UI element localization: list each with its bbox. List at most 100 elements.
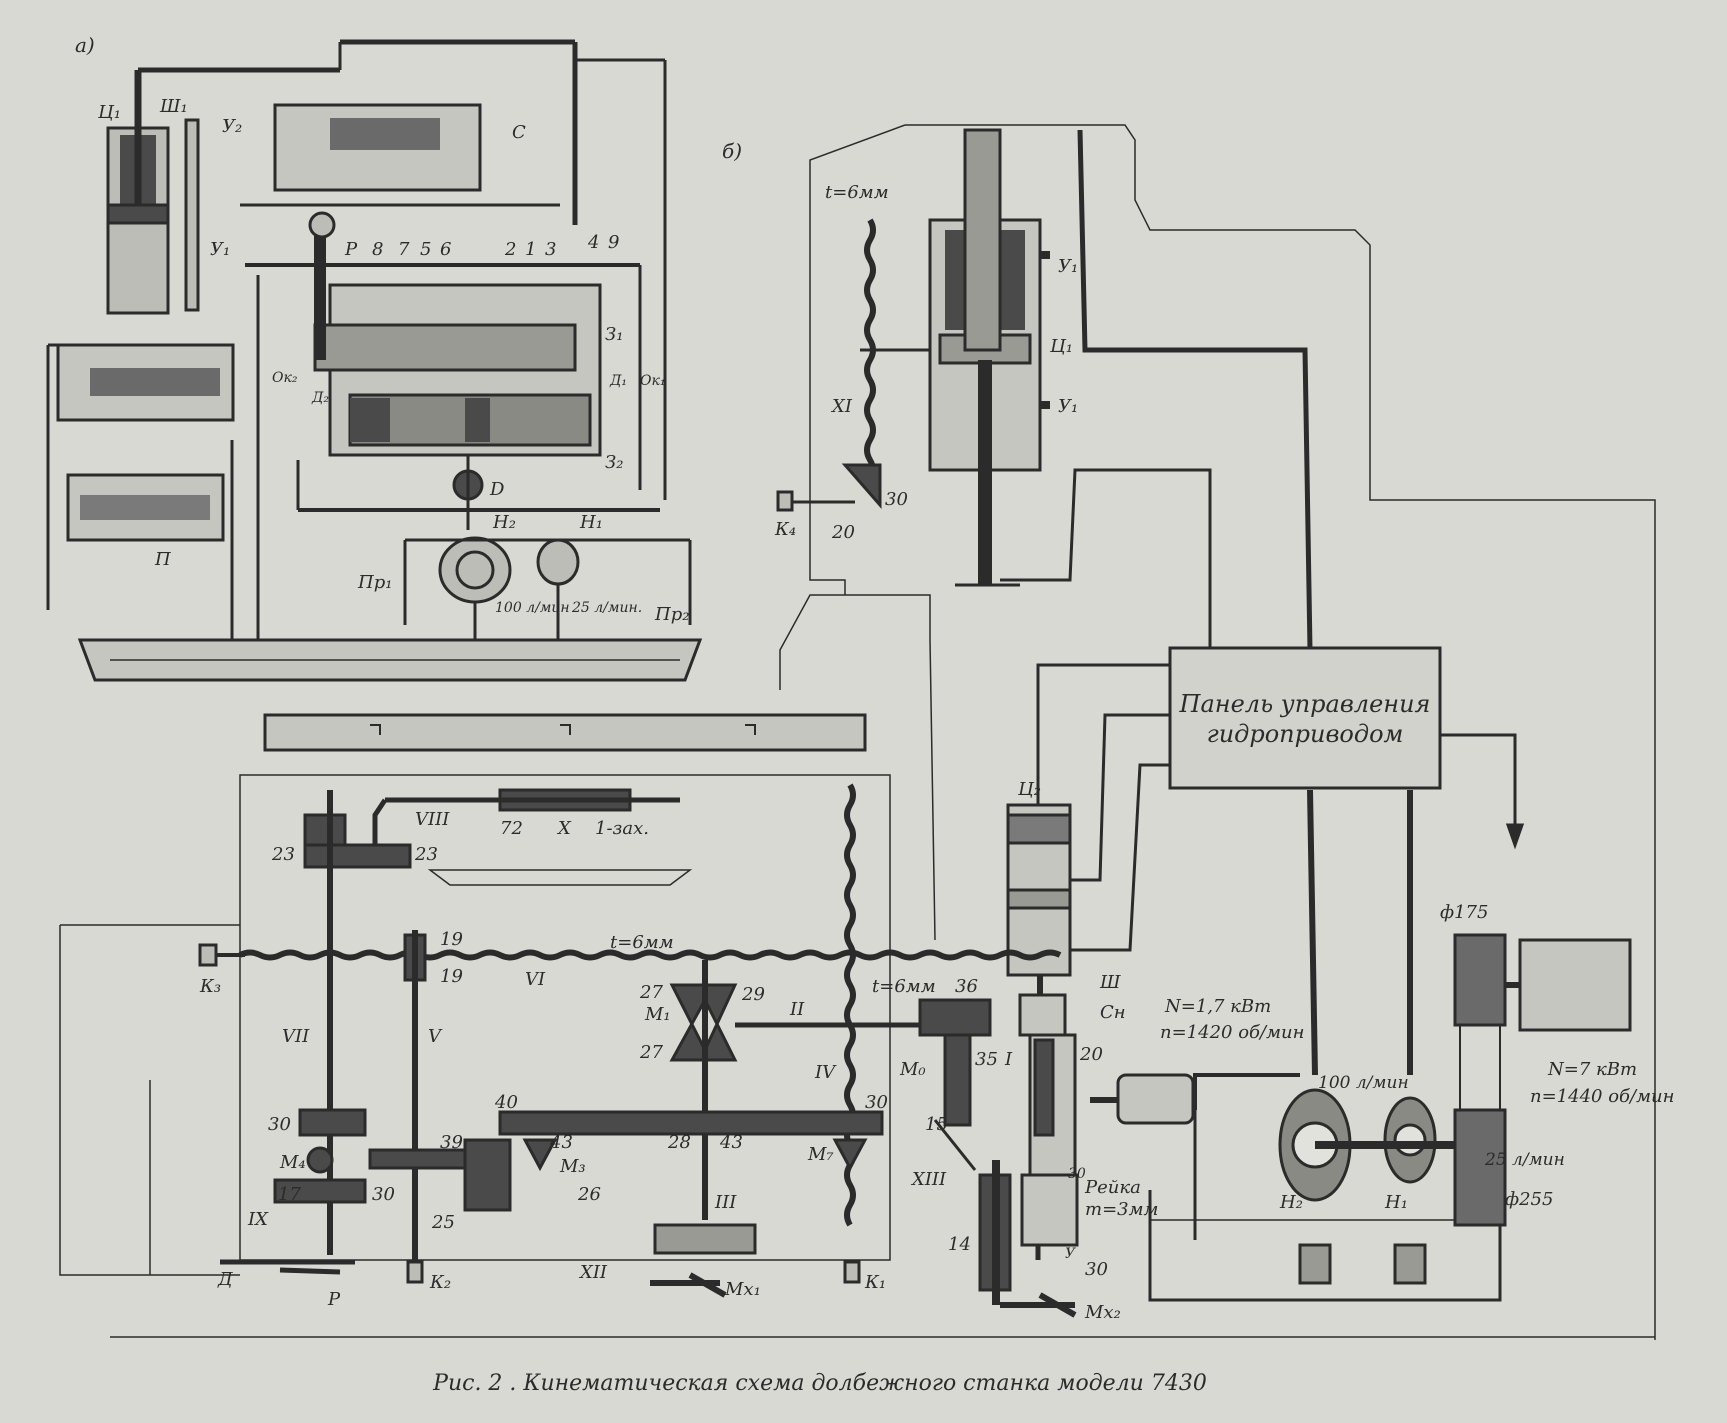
gear-17-30 — [273, 1178, 367, 1204]
pipe-relief — [1193, 1073, 1300, 1110]
label-motor2-speed: n=1440 об/мин — [1530, 1086, 1674, 1107]
pipe-c2-panel-3 — [1070, 763, 1170, 952]
filter-2 — [1393, 1243, 1427, 1285]
lever-p-pivot — [308, 211, 336, 239]
label-module: m=3мм — [1085, 1199, 1158, 1220]
label-c1: Ц₁ — [97, 102, 121, 123]
label-n27a: 27 — [639, 982, 663, 1003]
label-n2: 2 — [504, 239, 516, 260]
label-k4: К₄ — [774, 519, 796, 540]
label-d175: ф175 — [1440, 902, 1488, 923]
label-n30b: 30 — [865, 1092, 888, 1113]
label-d: D — [489, 479, 505, 500]
drain-arrow-head — [1505, 823, 1525, 850]
machine-base — [59, 924, 240, 1276]
label-n1pump: Н₁ — [579, 512, 603, 533]
label-m7: М₇ — [807, 1144, 834, 1165]
pump-h1-b-rotor — [1393, 1123, 1427, 1157]
pipe-c2-panel — [1036, 663, 1170, 805]
label-n35: 35 — [975, 1049, 998, 1070]
figure-caption: Рис. 2 . Кинематическая схема долбежного… — [432, 1371, 1207, 1396]
rack-gear-20 — [1033, 1038, 1055, 1137]
label-n29: 29 — [741, 984, 765, 1005]
label-n26: 26 — [577, 1184, 601, 1205]
pipe-pump-h2 — [1307, 789, 1318, 1076]
gear-30-40-43-long — [498, 1110, 884, 1136]
label-sh: Ш — [1099, 972, 1121, 993]
label-h1: Н₁ — [1384, 1192, 1408, 1213]
label-n17: 17 — [278, 1184, 301, 1205]
label-d1: Д₁ — [609, 373, 627, 389]
pump-h2 — [438, 536, 512, 604]
label-c: С — [512, 122, 526, 143]
screw-vi — [238, 949, 1062, 961]
label-n15: 15 — [925, 1114, 948, 1135]
label-sh1: Ш₁ — [159, 96, 188, 117]
clutch-m4 — [306, 1146, 334, 1174]
dovetail-guide — [427, 869, 693, 886]
label-d255: ф255 — [1505, 1189, 1553, 1210]
label-m4: М₄ — [279, 1152, 306, 1173]
label-n30c: 30 — [372, 1184, 395, 1205]
label-p: Р — [344, 239, 358, 260]
label-ii: II — [789, 999, 805, 1020]
label-i: I — [1004, 1049, 1013, 1070]
cylinder-c2-piston-2 — [1006, 888, 1072, 910]
label-vi: VI — [525, 969, 546, 990]
label-h2: Н₂ — [1279, 1192, 1303, 1213]
label-pitch1: t=6мм — [610, 932, 674, 953]
gear-iii-lower — [653, 1223, 757, 1255]
label-n20-b: 20 — [831, 522, 855, 543]
label-u1-top: У₁ — [1058, 256, 1078, 277]
label-viii: VIII — [415, 809, 450, 830]
bevel-gear-20-30 — [841, 463, 882, 509]
label-ok1: Ок₁ — [640, 373, 665, 389]
label-vii: VII — [282, 1026, 310, 1047]
label-n25: 25 — [431, 1212, 455, 1233]
label-n30-b: 30 — [885, 489, 908, 510]
gear-23-pair — [303, 843, 412, 869]
motor-large — [1518, 938, 1632, 1032]
spool-upper — [313, 323, 577, 372]
label-n43a: 43 — [549, 1132, 573, 1153]
panel-a-hydraulic-scheme: а) — [46, 33, 703, 682]
label-z1: З₁ — [605, 324, 623, 345]
label-d-kin: Д — [217, 1269, 233, 1290]
label-z2: З₂ — [605, 452, 623, 473]
label-n14: 14 — [948, 1234, 971, 1255]
key-k2 — [406, 1260, 424, 1284]
label-xii: XII — [578, 1262, 608, 1283]
label-u2: У₂ — [222, 116, 242, 137]
slider-sn — [1018, 993, 1067, 1037]
shaft-viii-elbow — [372, 798, 388, 845]
cylinder-c1-b-rod — [963, 128, 1002, 352]
label-n6: 6 — [440, 239, 451, 260]
handle-mx2-arm — [1038, 1292, 1077, 1318]
label-ix: IX — [247, 1209, 269, 1230]
label-motor2-power: N=7 кВт — [1547, 1059, 1637, 1080]
label-p-kin: Р — [327, 1289, 341, 1310]
label-n43b: 43 — [719, 1132, 743, 1153]
label-n19a: 19 — [440, 929, 463, 950]
clutch-m3 — [522, 1138, 558, 1172]
gear-25-block — [463, 1138, 512, 1212]
cylinder-c2-piston — [1006, 813, 1072, 845]
spool-lower-land — [350, 398, 390, 442]
label-flow25-b: 25 л/мин — [1484, 1150, 1565, 1170]
label-k2: К₂ — [429, 1272, 451, 1293]
lever-d — [220, 1259, 355, 1275]
label-ok2: Ок₂ — [272, 370, 298, 386]
spool-lower-land-2 — [465, 398, 490, 442]
label-n23b: 23 — [414, 844, 438, 865]
label-k1: К₁ — [864, 1272, 886, 1293]
key-k1 — [843, 1260, 861, 1284]
label-n30-rack: 30 — [1068, 1166, 1086, 1182]
label-u: У — [1065, 1246, 1076, 1262]
label-sn: Сн — [1100, 1002, 1126, 1023]
pipe-c1-panel — [1077, 129, 1313, 651]
pipe-c2-panel-2 — [1060, 713, 1170, 882]
shaft-xiii — [933, 1119, 977, 1171]
label-n4: 4 — [587, 232, 599, 253]
label-p-valve: П — [154, 549, 171, 570]
label-c1-b: Ц₁ — [1049, 336, 1073, 357]
